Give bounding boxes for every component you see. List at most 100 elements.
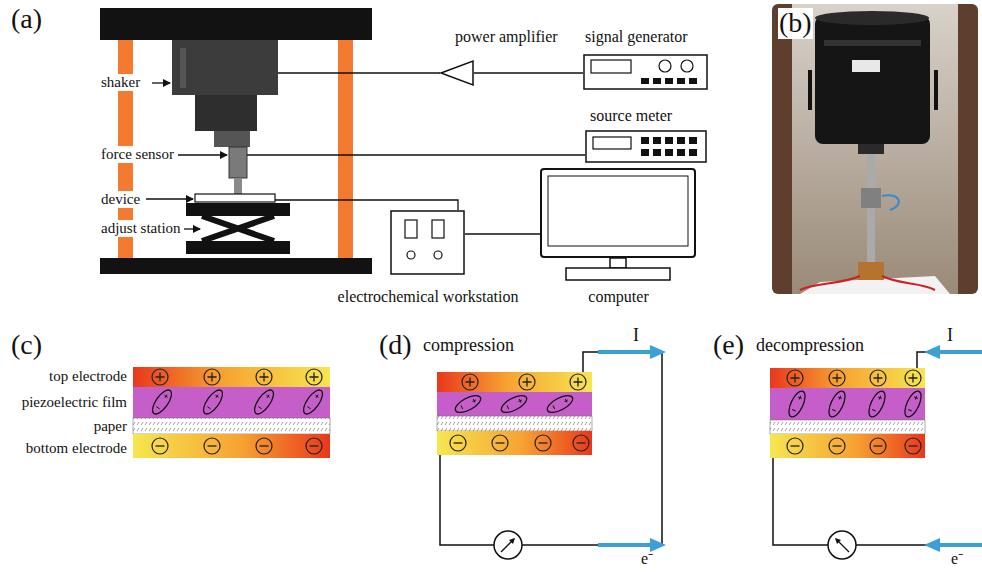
drawing-line — [598, 543, 652, 547]
drawing-line — [184, 228, 200, 229]
computer-icon: computer — [536, 166, 701, 308]
panel-letter: (a) — [10, 4, 43, 35]
drawing-circle — [681, 60, 693, 72]
drawing-rect — [133, 418, 330, 434]
drawing-path — [882, 195, 899, 210]
drawing-rect — [665, 149, 673, 156]
part-label: e⁻ — [640, 550, 654, 568]
drawing-use — [462, 374, 478, 390]
drawing-rect — [593, 137, 631, 149]
drawing-rect — [405, 220, 417, 238]
drawing-rect — [437, 372, 592, 392]
panel-letter: (d) — [378, 330, 413, 361]
drawing-rect — [867, 154, 875, 264]
amplifier-symbol: power amplifier — [438, 28, 583, 88]
instrument-label: signal generator — [585, 28, 688, 46]
drawing-use — [204, 438, 220, 454]
drawing-rect — [437, 431, 592, 455]
drawing-rect — [584, 55, 707, 89]
drawing-use — [535, 435, 551, 451]
instrument-label: source meter — [590, 107, 672, 125]
drawing-rect — [770, 434, 925, 458]
drawing-rect — [677, 149, 685, 156]
drawing-rect — [677, 137, 685, 144]
part-label: device — [100, 191, 141, 208]
drawing-rect — [770, 388, 925, 420]
drawing-use — [453, 392, 483, 416]
panel-letter: (c) — [10, 330, 43, 361]
drawing-use — [829, 370, 845, 386]
drawing-rect — [133, 367, 330, 387]
drawing-rect — [566, 268, 670, 280]
drawing-use — [494, 531, 522, 559]
drawing-use — [545, 392, 575, 416]
drawing-use — [256, 369, 272, 385]
drawing-rect — [172, 40, 278, 95]
drawing-use — [829, 438, 845, 454]
drawing-rect — [792, 4, 958, 294]
drawing-use — [152, 438, 168, 454]
drawing-rect — [858, 262, 884, 280]
drawing-rect — [665, 78, 673, 84]
drawing-rect — [808, 70, 812, 110]
computer-icon-base — [536, 258, 701, 284]
drawing-use — [787, 370, 803, 386]
drawing-rect — [858, 144, 884, 154]
drawing-line — [598, 350, 652, 354]
drawing-use — [905, 370, 921, 386]
drawing-path — [275, 200, 458, 210]
drawing-rect — [689, 149, 697, 156]
part-label: shaker — [100, 74, 141, 91]
layer-stack-d — [437, 345, 666, 559]
computer-icon-shape — [540, 168, 696, 258]
drawing-rect — [133, 387, 330, 418]
drawing-rect — [815, 16, 930, 144]
part-label: force sensor — [100, 146, 175, 163]
drawing-use — [492, 435, 508, 451]
drawing-use — [573, 435, 589, 451]
drawing-rect — [437, 392, 592, 416]
drawing-rect — [824, 40, 921, 46]
drawing-line — [146, 198, 193, 199]
drawing-line — [152, 82, 170, 83]
drawing-path — [800, 276, 935, 290]
drawing-rect — [586, 131, 706, 162]
drawing-use — [870, 438, 886, 454]
drawing-rect — [861, 188, 881, 208]
part-label: top electrode — [48, 368, 128, 385]
layer-stack-c — [133, 367, 330, 458]
device-body — [195, 194, 275, 202]
drawing-rect — [229, 147, 247, 178]
instrument-box: signal generator — [580, 28, 712, 94]
drawing-line — [938, 543, 982, 547]
drawing-rect — [770, 368, 925, 388]
drawing-use — [152, 369, 168, 385]
drawing-rect — [391, 211, 464, 274]
drawing-path — [440, 352, 662, 545]
drawing-use — [870, 370, 886, 386]
drawing-rect — [186, 203, 290, 216]
drawing-rect — [689, 78, 697, 84]
drawing-use — [786, 389, 809, 419]
drawing-rect — [100, 8, 372, 40]
drawing-use — [828, 531, 856, 559]
drawing-rect — [133, 434, 330, 458]
drawing-rect — [689, 137, 697, 144]
instrument-label: computer — [588, 288, 648, 306]
drawing-rect — [234, 178, 242, 194]
drawing-use — [787, 438, 803, 454]
drawing-use — [902, 389, 925, 419]
panel-letter: (e) — [712, 330, 745, 361]
connector-wire — [474, 72, 583, 73]
panel-letter: (b) — [778, 8, 813, 39]
drawing-use — [204, 369, 220, 385]
drawing-circle — [659, 60, 671, 72]
drawing-circle — [434, 251, 442, 259]
drawing-rect — [548, 176, 688, 246]
drawing-use — [570, 374, 586, 390]
instrument-box-shape — [583, 54, 708, 90]
drawing-use — [905, 438, 921, 454]
drawing-use — [499, 392, 529, 416]
drawing-rect — [432, 220, 444, 238]
drawing-ellipse — [815, 11, 929, 25]
